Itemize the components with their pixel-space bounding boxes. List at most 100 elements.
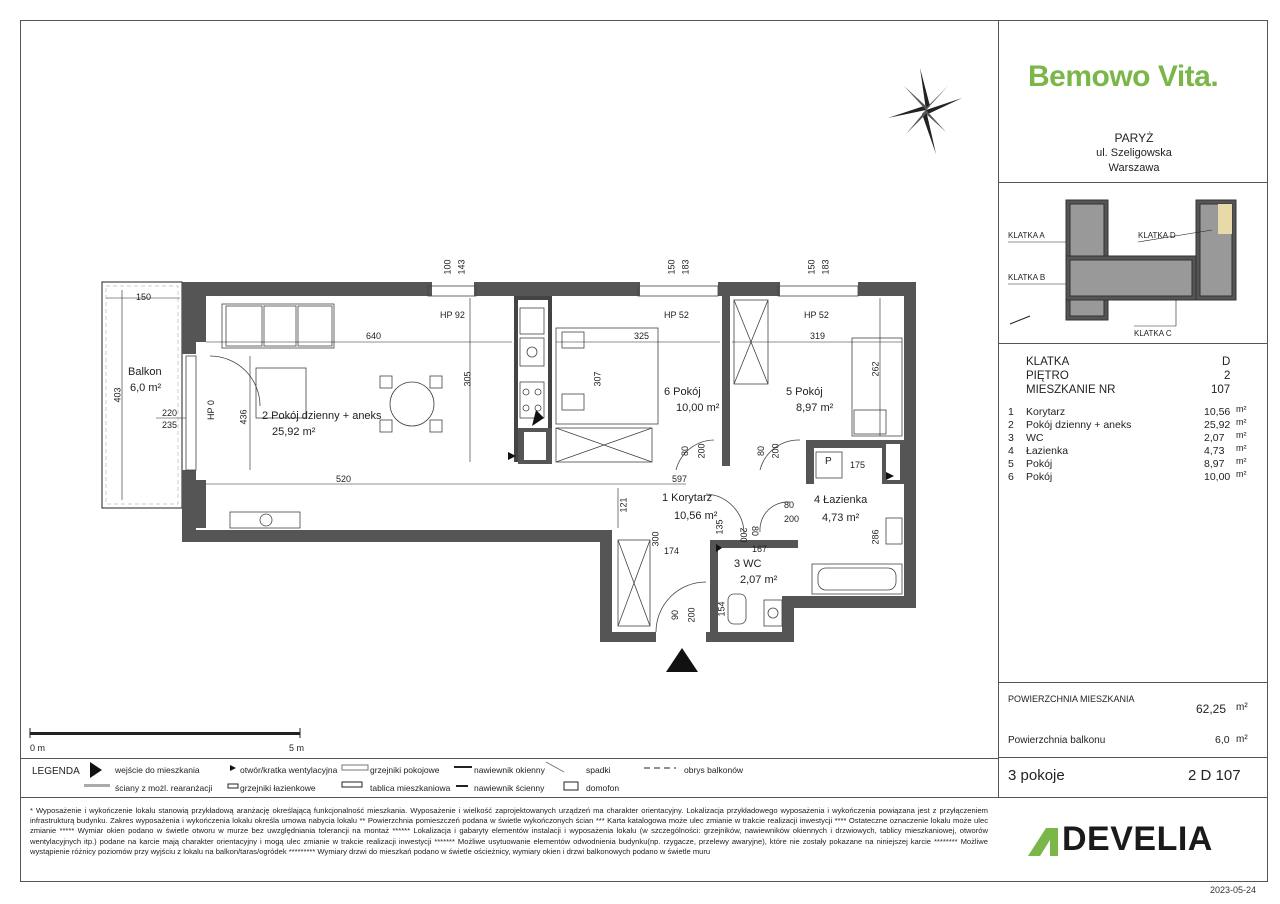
pietro-label: PIĘTRO <box>1026 370 1069 382</box>
scale-end: 5 m <box>289 743 305 753</box>
entry-arrow-icon <box>90 762 102 778</box>
room-number: 1 <box>1008 406 1014 418</box>
vent-arrow-icon <box>508 452 516 460</box>
legend-radiator: grzejniki pokojowe <box>370 765 440 775</box>
room-number: 4 <box>1008 445 1014 457</box>
key-plan: KLATKA A KLATKA B KLATKA C KLATKA D <box>1008 199 1237 338</box>
legend-wall-vent: nawiewnik ścienny <box>474 783 545 793</box>
dim: 286 <box>870 529 881 545</box>
balkon-area: 6,0 m² <box>130 382 162 394</box>
dim: 200 <box>738 527 749 543</box>
room-number: 2 <box>1008 419 1014 431</box>
furniture <box>185 285 903 633</box>
hp0-label: HP 0 <box>206 400 216 420</box>
intercom-label: P <box>825 456 832 467</box>
dim: 121 <box>618 497 629 513</box>
dim: 100 <box>442 259 453 275</box>
divider-horizontal <box>998 182 1268 183</box>
dim: 319 <box>810 331 826 341</box>
dim: 235 <box>162 420 178 430</box>
keyplan-label-c: KLATKA C <box>1134 329 1172 338</box>
legend-panel: tablica mieszkaniowa <box>370 783 451 793</box>
room-unit: m² <box>1236 456 1247 466</box>
dim: 154 <box>716 601 727 617</box>
room4-area: 4,73 m² <box>822 512 860 524</box>
room-name: Łazienka <box>1026 445 1069 457</box>
bath-radiator-icon <box>227 783 239 789</box>
dim: 220 <box>162 408 178 418</box>
mieszkanie-value: 107 <box>1211 384 1231 396</box>
panel-icon <box>341 781 363 788</box>
dim: 80 <box>750 525 761 537</box>
legend-walls: ściany z możl. rearanżacji <box>115 783 213 793</box>
keyplan-label-d: KLATKA D <box>1138 231 1176 240</box>
hp52-label-b: HP 52 <box>804 310 829 320</box>
room-area: 2,07 <box>1204 432 1225 444</box>
dim: 520 <box>336 474 352 484</box>
room-number: 6 <box>1008 471 1014 483</box>
room5-label: 5 Pokój <box>786 386 823 398</box>
divider-horizontal <box>998 343 1268 344</box>
dim: 80 <box>784 500 795 510</box>
room-unit: m² <box>1236 469 1247 479</box>
room-name: WC <box>1026 432 1044 444</box>
room-name: Pokój dzienny + aneks <box>1026 419 1132 431</box>
dim: 135 <box>714 519 725 535</box>
dim: 150 <box>806 259 817 275</box>
pow-balkonu-value: 6,0 <box>1215 734 1230 746</box>
klatka-value: D <box>1222 356 1231 368</box>
dim: 300 <box>650 531 661 547</box>
pietro-value: 2 <box>1224 370 1231 382</box>
dim: 640 <box>366 331 382 341</box>
room-unit: m² <box>1236 443 1247 453</box>
keyplan-label-a: KLATKA A <box>1008 231 1045 240</box>
slope-icon <box>545 761 565 773</box>
dim: 200 <box>696 443 707 459</box>
keyplan-label-b: KLATKA B <box>1008 273 1045 282</box>
pow-balkonu-unit: m² <box>1236 734 1248 745</box>
compass-icon <box>888 68 962 154</box>
sheet-frame <box>20 20 1268 882</box>
apartment-code: 2 D 107 <box>1188 767 1241 784</box>
legend-window-vent: nawiewnik okienny <box>474 765 545 775</box>
pow-balkonu-label: Powierzchnia balkonu <box>1008 735 1106 746</box>
vent-icon <box>230 765 236 771</box>
dim: 175 <box>850 460 866 470</box>
dim: 200 <box>770 443 781 459</box>
vent-arrow-icon <box>716 544 722 552</box>
dim: 183 <box>680 259 691 275</box>
developer-logo: DEVELIA <box>1062 820 1213 858</box>
legend-symbols <box>84 761 676 791</box>
dim: 143 <box>456 259 467 275</box>
pow-mieszkania-unit: m² <box>1236 702 1248 713</box>
dim: 262 <box>870 361 881 377</box>
city: Warszawa <box>1108 162 1160 174</box>
develia-logo-icon <box>1028 828 1058 856</box>
hp92-label: HP 92 <box>440 310 465 320</box>
dim: 80 <box>756 445 767 457</box>
room-area: 4,73 <box>1204 445 1225 457</box>
klatka-label: KLATKA <box>1026 356 1070 368</box>
entrance-arrow-icon <box>666 648 698 672</box>
room-unit: m² <box>1236 404 1247 414</box>
room-area: 10,56 <box>1204 406 1231 418</box>
hp52-label-a: HP 52 <box>664 310 689 320</box>
floor-plan <box>101 281 916 672</box>
room-unit: m² <box>1236 417 1247 427</box>
street: ul. Szeligowska <box>1096 147 1172 159</box>
vent-arrow-icon <box>532 410 544 426</box>
pow-mieszkania-value: 62,25 <box>1196 702 1227 716</box>
dim: 150 <box>666 259 677 275</box>
mieszkanie-label: MIESZKANIE NR <box>1026 384 1116 396</box>
legend-vent: otwór/kratka wentylacyjna <box>240 765 338 775</box>
room3-label: 3 WC <box>734 558 762 570</box>
room-number: 3 <box>1008 432 1014 444</box>
dim: 597 <box>672 474 688 484</box>
scale-bar <box>29 728 301 738</box>
room6-area: 10,00 m² <box>676 402 720 414</box>
dim: 90 <box>670 609 681 621</box>
